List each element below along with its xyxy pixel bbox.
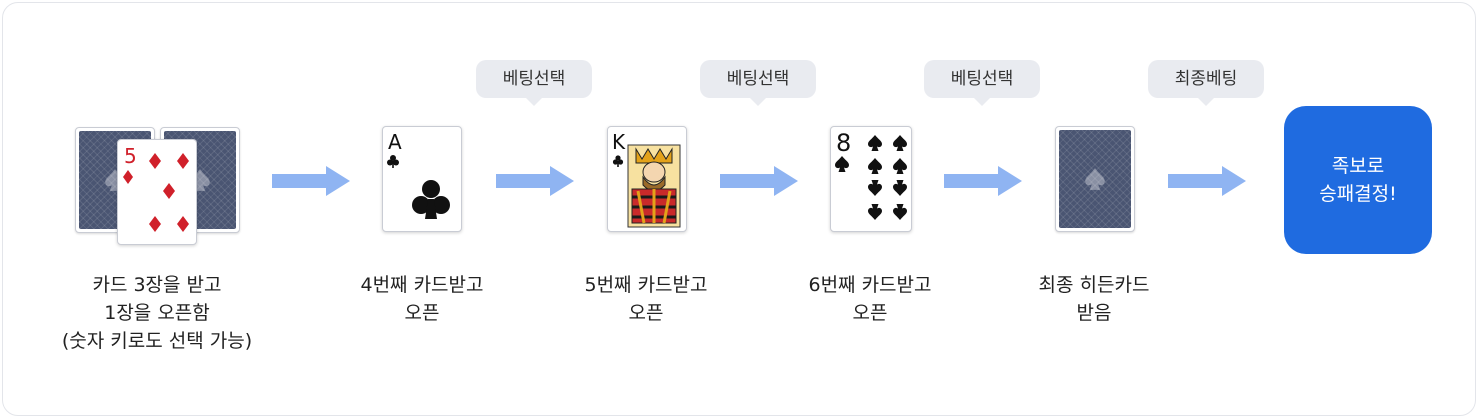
arrow-right-icon (496, 166, 574, 196)
step-2-label: 4번째 카드받고 오픈 (360, 274, 484, 324)
spade-back-icon (1085, 168, 1105, 190)
bet-choice-bubble: 베팅선택 (700, 60, 816, 106)
arrow-right-icon (1168, 166, 1246, 196)
spade-icon (835, 135, 907, 220)
final-result-box: 족보로 승패결정! (1284, 106, 1432, 254)
diamond-icon (123, 153, 189, 232)
club-icon (387, 155, 450, 219)
card-rank: 5 (124, 144, 137, 168)
arrow-right-icon (272, 166, 350, 196)
step-1-label: 카드 3장을 받고 1장을 오픈함 (숫자 키로도 선택 가능) (61, 274, 253, 352)
arrow-right-icon (944, 166, 1022, 196)
final-bet-bubble: 최종베팅 (1148, 60, 1264, 106)
step-3-label: 5번째 카드받고 오픈 (584, 274, 708, 324)
card-five-of-diamonds: 5 (117, 139, 197, 245)
card-rank: A (388, 130, 402, 154)
card-back-hidden (1055, 126, 1135, 232)
arrow-right-icon (720, 166, 798, 196)
card-eight-of-spades: 8 (830, 126, 912, 232)
king-icon (612, 144, 681, 228)
card-king-of-clubs: K (607, 126, 687, 232)
step-5-label: 최종 히든카드 받음 (1038, 274, 1150, 324)
bet-choice-bubble: 베팅선택 (924, 60, 1040, 106)
card-ace-of-clubs: A (382, 126, 462, 232)
bet-choice-bubble: 베팅선택 (476, 60, 592, 106)
step-4-label: 6번째 카드받고 오픈 (808, 274, 932, 324)
card-rank: K (612, 130, 626, 154)
card-rank: 8 (836, 129, 852, 157)
